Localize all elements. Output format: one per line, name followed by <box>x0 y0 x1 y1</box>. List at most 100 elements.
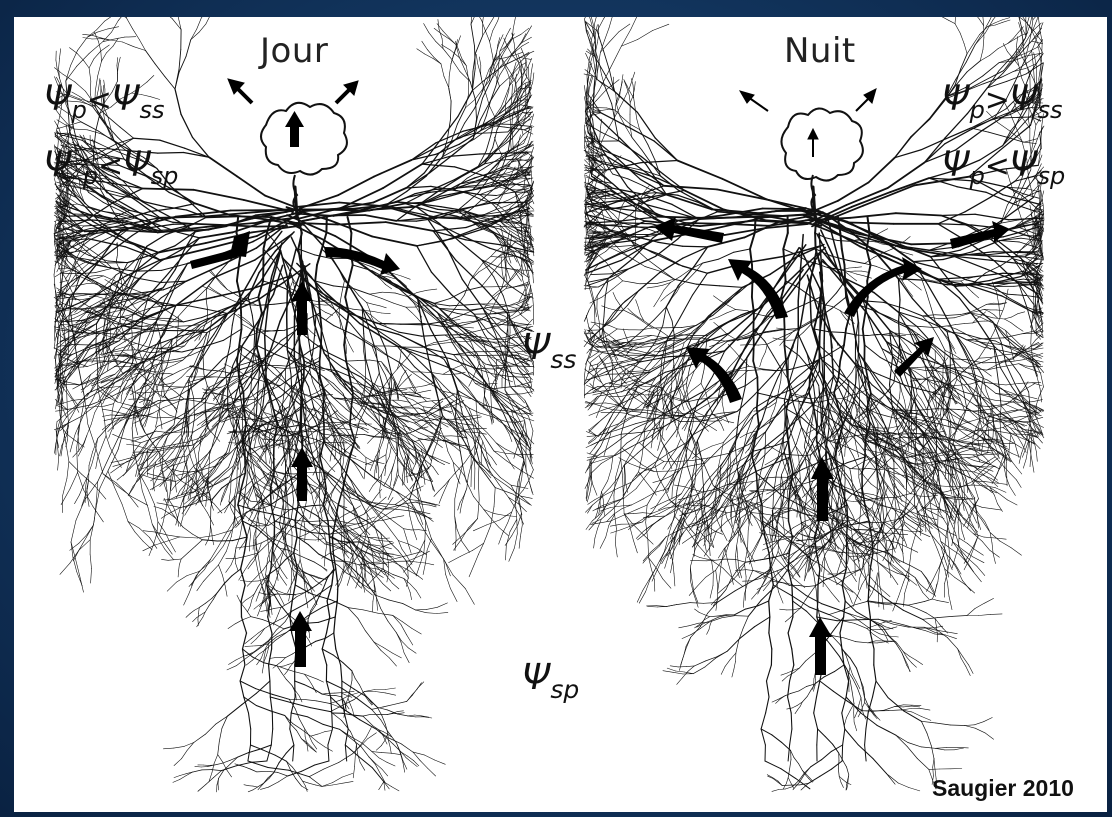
root-segment <box>439 495 442 503</box>
root-segment <box>406 186 431 188</box>
root-segment <box>199 444 201 453</box>
root-segment <box>231 210 286 211</box>
root-segment <box>165 77 175 90</box>
root-segment <box>505 258 506 266</box>
root-segment <box>70 48 78 54</box>
root-segment <box>171 485 176 491</box>
root-segment <box>199 560 213 571</box>
root-segment <box>97 29 108 32</box>
root-segment <box>168 365 176 369</box>
root-segment <box>184 448 185 462</box>
root-segment <box>187 217 207 227</box>
root-segment <box>145 390 146 397</box>
root-segment <box>424 24 429 33</box>
root-segment <box>513 378 515 387</box>
root-segment <box>109 431 112 438</box>
root-segment <box>391 443 395 451</box>
root-segment <box>422 140 440 164</box>
root-segment <box>521 28 529 34</box>
root-segment <box>460 551 472 557</box>
root-segment <box>434 57 441 64</box>
root-segment <box>151 358 159 364</box>
root-segment <box>471 17 477 24</box>
root-segment <box>175 70 179 90</box>
root-segment <box>521 214 522 237</box>
root-segment <box>485 70 489 82</box>
root-segment <box>473 525 486 531</box>
root-segment <box>398 475 404 484</box>
root-segment <box>480 403 500 419</box>
root-segment <box>96 457 98 468</box>
root-segment <box>104 276 112 280</box>
root-segment <box>96 482 97 502</box>
root-segment <box>289 590 291 601</box>
root-segment <box>460 431 469 432</box>
root-segment <box>191 457 195 468</box>
root-segment <box>57 125 69 128</box>
root-segment <box>465 337 473 338</box>
root-segment <box>95 402 101 413</box>
root-segment <box>491 519 499 528</box>
root-segment <box>508 497 514 506</box>
root-segment <box>531 64 533 74</box>
root-segment <box>207 485 215 488</box>
root-segment <box>465 454 472 463</box>
root-segment <box>186 265 221 281</box>
root-segment <box>509 258 511 263</box>
root-segment <box>237 556 248 559</box>
root-segment <box>153 479 164 481</box>
root-segment <box>519 223 529 225</box>
root-segment <box>147 467 148 475</box>
root-segment <box>398 461 399 475</box>
root-segment <box>154 440 160 449</box>
root-segment <box>460 372 490 389</box>
root-segment <box>429 360 461 373</box>
root-segment <box>249 491 253 499</box>
root-segment <box>105 17 115 21</box>
root-segment <box>80 377 98 385</box>
root-segment <box>399 362 411 372</box>
root-segment <box>228 301 257 314</box>
root-segment <box>111 467 119 473</box>
root-segment <box>254 334 255 352</box>
root-segment <box>439 551 446 563</box>
root-segment <box>491 392 492 403</box>
root-segment <box>229 468 235 477</box>
root-segment <box>503 36 506 44</box>
root-segment <box>422 41 428 49</box>
root-segment <box>132 335 133 345</box>
root-segment <box>245 561 251 570</box>
root-segment <box>168 535 180 537</box>
root-segment <box>505 516 516 517</box>
root-segment <box>466 240 500 245</box>
root-segment <box>483 434 494 451</box>
root-segment <box>419 297 438 312</box>
root-segment <box>128 521 140 528</box>
root-segment <box>98 41 100 51</box>
root-segment <box>135 327 141 328</box>
root-segment <box>507 454 520 455</box>
root-segment <box>527 26 532 35</box>
root-segment <box>513 20 515 29</box>
root-segment <box>404 529 412 530</box>
root-segment <box>127 444 136 445</box>
root-segment <box>239 216 272 217</box>
root-segment <box>514 446 518 459</box>
root-segment <box>521 324 528 325</box>
root-segment <box>179 50 181 70</box>
root-segment <box>98 446 102 457</box>
root-segment <box>163 377 168 380</box>
root-segment <box>122 407 130 410</box>
root-segment <box>521 127 523 135</box>
root-segment <box>121 298 123 309</box>
root-segment <box>218 533 226 546</box>
root-segment <box>423 407 433 408</box>
root-segment <box>211 565 219 573</box>
root-segment <box>499 484 508 497</box>
root-segment <box>449 64 451 76</box>
root-segment <box>524 134 528 144</box>
root-segment <box>149 537 157 548</box>
root-segment <box>102 53 107 61</box>
root-segment <box>516 308 524 309</box>
root-segment <box>442 488 446 496</box>
